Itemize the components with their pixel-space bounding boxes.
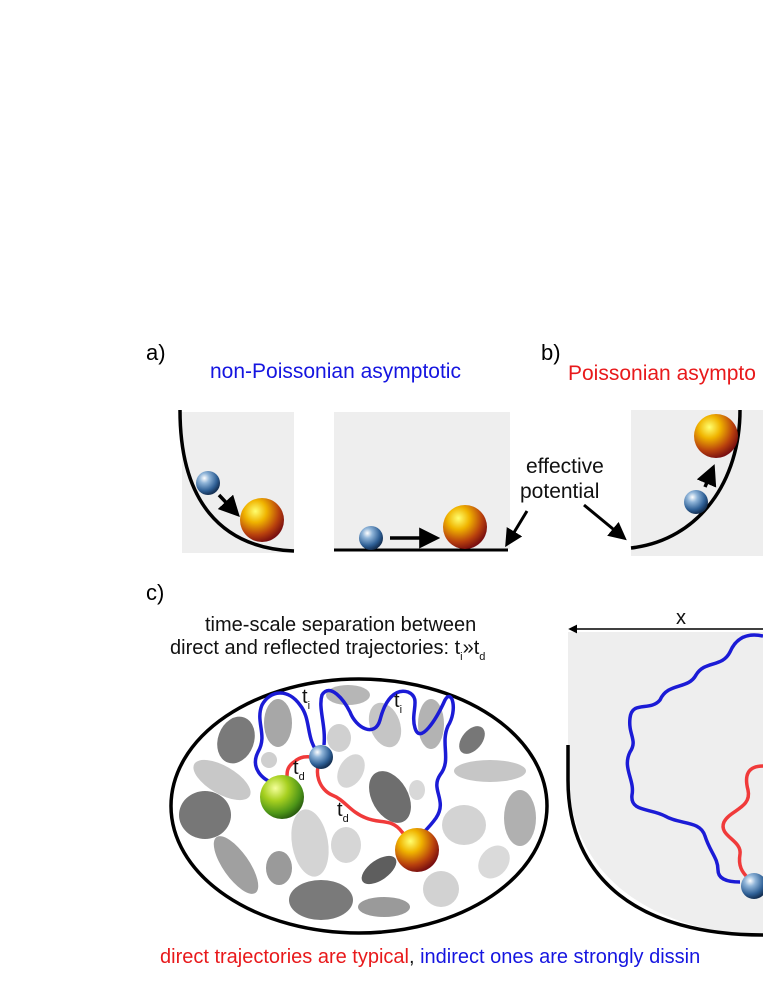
blue-particle — [359, 526, 383, 550]
label-ti-1: ti — [302, 686, 311, 712]
panel-c-halfwell — [566, 624, 763, 937]
effective-potential-line1: effective — [526, 455, 604, 478]
gold-target — [395, 828, 439, 872]
t-symbol: t — [394, 690, 400, 712]
sub-d: d — [342, 813, 349, 825]
blue-particle — [196, 471, 220, 495]
blue-particle — [684, 490, 708, 514]
t-symbol: t — [293, 757, 299, 779]
panel-b-well — [583, 409, 763, 556]
potential-curve — [178, 409, 295, 553]
panel-c-caption-line2: direct and reflected trajectories: ti»td — [170, 637, 486, 663]
blue-particle — [309, 745, 333, 769]
gold-target — [443, 505, 487, 549]
gold-target — [240, 498, 284, 542]
footer-blue-part: indirect ones are strongly dissin — [420, 946, 701, 968]
caption-sub-i: i — [460, 651, 463, 663]
panel-b-letter: b) — [541, 340, 561, 365]
t-symbol: t — [337, 799, 343, 821]
direct-trajectory — [721, 764, 763, 880]
caption-prefix: direct and reflected trajectories: t — [170, 637, 461, 659]
sub-d: d — [298, 771, 305, 783]
panel-a-well-left — [178, 409, 295, 553]
halfwell-boundary — [566, 745, 763, 937]
panel-a-letter: a) — [146, 340, 166, 365]
blue-particle — [741, 873, 763, 899]
footer-separator: , — [408, 946, 415, 968]
panel-a-flat — [334, 412, 529, 552]
panel-c-letter: c) — [146, 580, 165, 605]
sub-i: i — [307, 700, 311, 712]
caption-mid: »t — [462, 637, 480, 659]
green-particle — [260, 775, 304, 819]
halfwell-region — [568, 632, 763, 935]
potential-curve — [630, 409, 742, 550]
indirect-trajectory — [253, 688, 456, 846]
effective-potential-line2: potential — [520, 480, 600, 503]
t-symbol: t — [302, 686, 308, 708]
panel-c-caption-line1: time-scale separation between — [205, 614, 477, 636]
obstacles — [179, 685, 536, 920]
footer-red-part: direct trajectories are typical — [160, 946, 409, 968]
motion-arrow — [696, 464, 717, 488]
indirect-trajectory — [625, 633, 763, 884]
panel-c-domain — [169, 677, 549, 935]
motion-arrow — [217, 493, 240, 518]
label-td-1: td — [293, 757, 305, 783]
label-ti-2: ti — [394, 690, 403, 716]
domain-boundary — [169, 677, 549, 935]
sub-i: i — [399, 704, 403, 716]
panel-a-heading: non-Poissonian asymptotic — [210, 360, 461, 383]
x-axis-label: x — [676, 607, 686, 629]
panel-b-heading: Poissonian asympto — [568, 362, 756, 385]
label-td-2: td — [337, 799, 349, 825]
gold-target — [694, 414, 738, 458]
potential-pointer-arrow — [505, 510, 529, 548]
footer-caption: direct trajectories are typical, indirec… — [160, 946, 700, 969]
potential-pointer-arrow — [583, 503, 627, 541]
caption-sub-d: d — [479, 651, 486, 663]
